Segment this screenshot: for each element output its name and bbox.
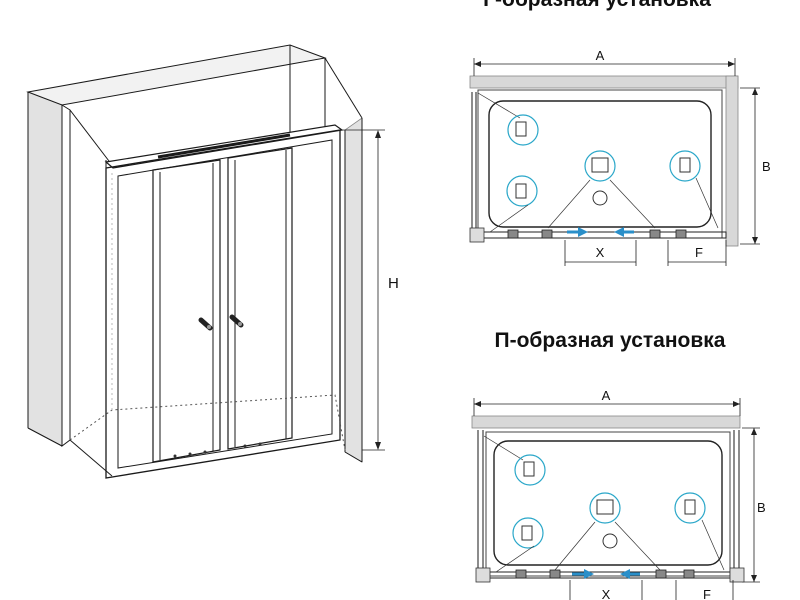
drain [592, 190, 608, 206]
height-dimension [340, 129, 385, 451]
right-wall [344, 117, 363, 463]
label-F: F [703, 587, 711, 600]
label-X: X [596, 245, 605, 260]
right-wall-top [324, 57, 363, 119]
label-F: F [695, 245, 703, 260]
door-left [152, 159, 221, 463]
drain [602, 533, 618, 549]
floor-dotted [69, 394, 346, 451]
plan-u-shaped: П-образная установка A B [471, 329, 766, 600]
tray-outer [477, 89, 723, 239]
tray-outer [485, 431, 731, 577]
title-u-install: П-образная установка [495, 329, 726, 352]
rail-corner-left [469, 227, 485, 243]
top-rail-inner [157, 133, 291, 159]
side-panel-edge [61, 104, 71, 447]
label-B: B [757, 500, 766, 515]
perspective-view: H [26, 44, 399, 479]
title-l-install: Г-образная установка [483, 0, 711, 11]
rail-corner-right [729, 567, 745, 583]
rail-corner-left [475, 567, 491, 583]
back-wall [471, 415, 741, 429]
side-wall [725, 75, 739, 247]
detail-callouts [477, 92, 719, 233]
door-right [227, 147, 293, 450]
side-panel-top [69, 109, 113, 166]
label-A: A [602, 388, 611, 403]
left-wall-front [27, 91, 63, 447]
tray-inner [488, 100, 712, 228]
left-wall-top [26, 44, 327, 106]
handle-right [229, 314, 244, 328]
label-H: H [388, 275, 399, 292]
tray-inner [493, 440, 723, 566]
slide-arrows [572, 569, 640, 579]
handle-left [198, 317, 213, 331]
slide-arrows [567, 227, 634, 237]
label-X: X [602, 587, 611, 600]
back-wall [469, 75, 739, 89]
rollers [507, 229, 687, 239]
label-B: B [762, 159, 771, 174]
right-wall-bottom [344, 451, 363, 463]
label-A: A [596, 48, 605, 63]
front-frame [105, 129, 341, 479]
side-panel-bottom [69, 439, 113, 477]
detail-callouts [483, 435, 725, 573]
plan-l-shaped: Г-образная установка A B [469, 0, 771, 266]
left-wall-bottom [27, 427, 63, 447]
rollers [515, 569, 695, 579]
bottom-rollers [173, 442, 262, 458]
front-frame-inner [117, 139, 333, 469]
